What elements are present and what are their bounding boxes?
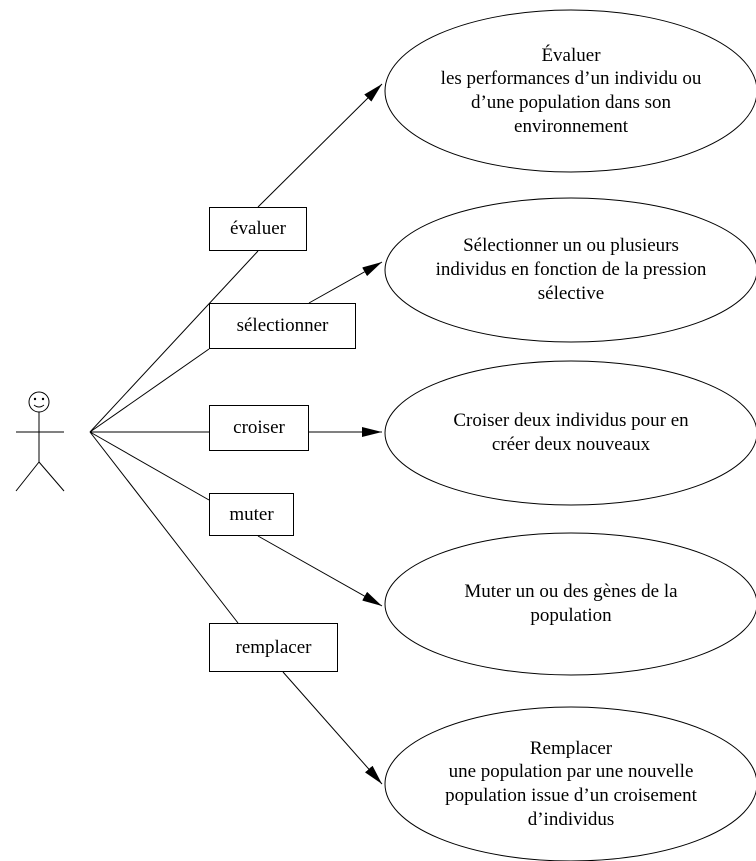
- use-case-text-remplacer: Remplacer une population par une nouvell…: [445, 737, 697, 830]
- use-case-text-evaluer: Évaluer les performances d’un individu o…: [440, 44, 702, 137]
- edge-actor-evaluer: [89, 250, 259, 433]
- arrow-selectionner: [308, 261, 383, 304]
- arrow-evaluer: [257, 83, 383, 208]
- operation-label-evaluer: évaluer: [230, 218, 286, 239]
- operation-box-remplacer: remplacer: [209, 623, 338, 672]
- operation-box-selectionner: sélectionner: [209, 303, 356, 349]
- operation-label-remplacer: remplacer: [235, 636, 312, 658]
- stick-figure-actor-icon: [15, 391, 65, 492]
- use-case-ellipse-evaluer: [384, 9, 756, 173]
- use-case-ellipse-croiser: [384, 360, 756, 506]
- use-case-selectionner: Sélectionner un ou plusieurs individus e…: [385, 198, 756, 342]
- edge-actor-remplacer: [89, 431, 239, 624]
- use-case-ellipse-remplacer: [384, 706, 756, 861]
- use-case-croiser: Croiser deux individus pour en créer deu…: [385, 361, 756, 505]
- use-case-text-croiser: Croiser deux individus pour en créer deu…: [453, 410, 689, 455]
- operation-label-muter: muter: [229, 503, 274, 525]
- operation-label-croiser: croiser: [233, 417, 285, 438]
- operation-box-evaluer: évaluer: [209, 207, 307, 251]
- edge-actor-muter: [89, 431, 210, 501]
- edge-actor-selectionner: [89, 348, 210, 433]
- operation-label-selectionner: sélectionner: [236, 315, 329, 336]
- operation-box-croiser: croiser: [209, 405, 309, 451]
- arrow-remplacer: [282, 671, 383, 785]
- use-case-muter: Muter un ou des gènes de la population: [385, 533, 756, 675]
- operation-box-muter: muter: [209, 493, 294, 536]
- use-case-text-selectionner: Sélectionner un ou plusieurs individus e…: [435, 235, 707, 304]
- use-case-ellipse-muter: [384, 532, 756, 676]
- use-case-remplacer: Remplacer une population par une nouvell…: [385, 707, 756, 861]
- arrow-muter: [257, 535, 383, 607]
- use-case-text-muter: Muter un ou des gènes de la population: [464, 581, 678, 626]
- use-case-evaluer: Évaluer les performances d’un individu o…: [385, 10, 756, 172]
- use-case-ellipse-selectionner: [384, 197, 756, 343]
